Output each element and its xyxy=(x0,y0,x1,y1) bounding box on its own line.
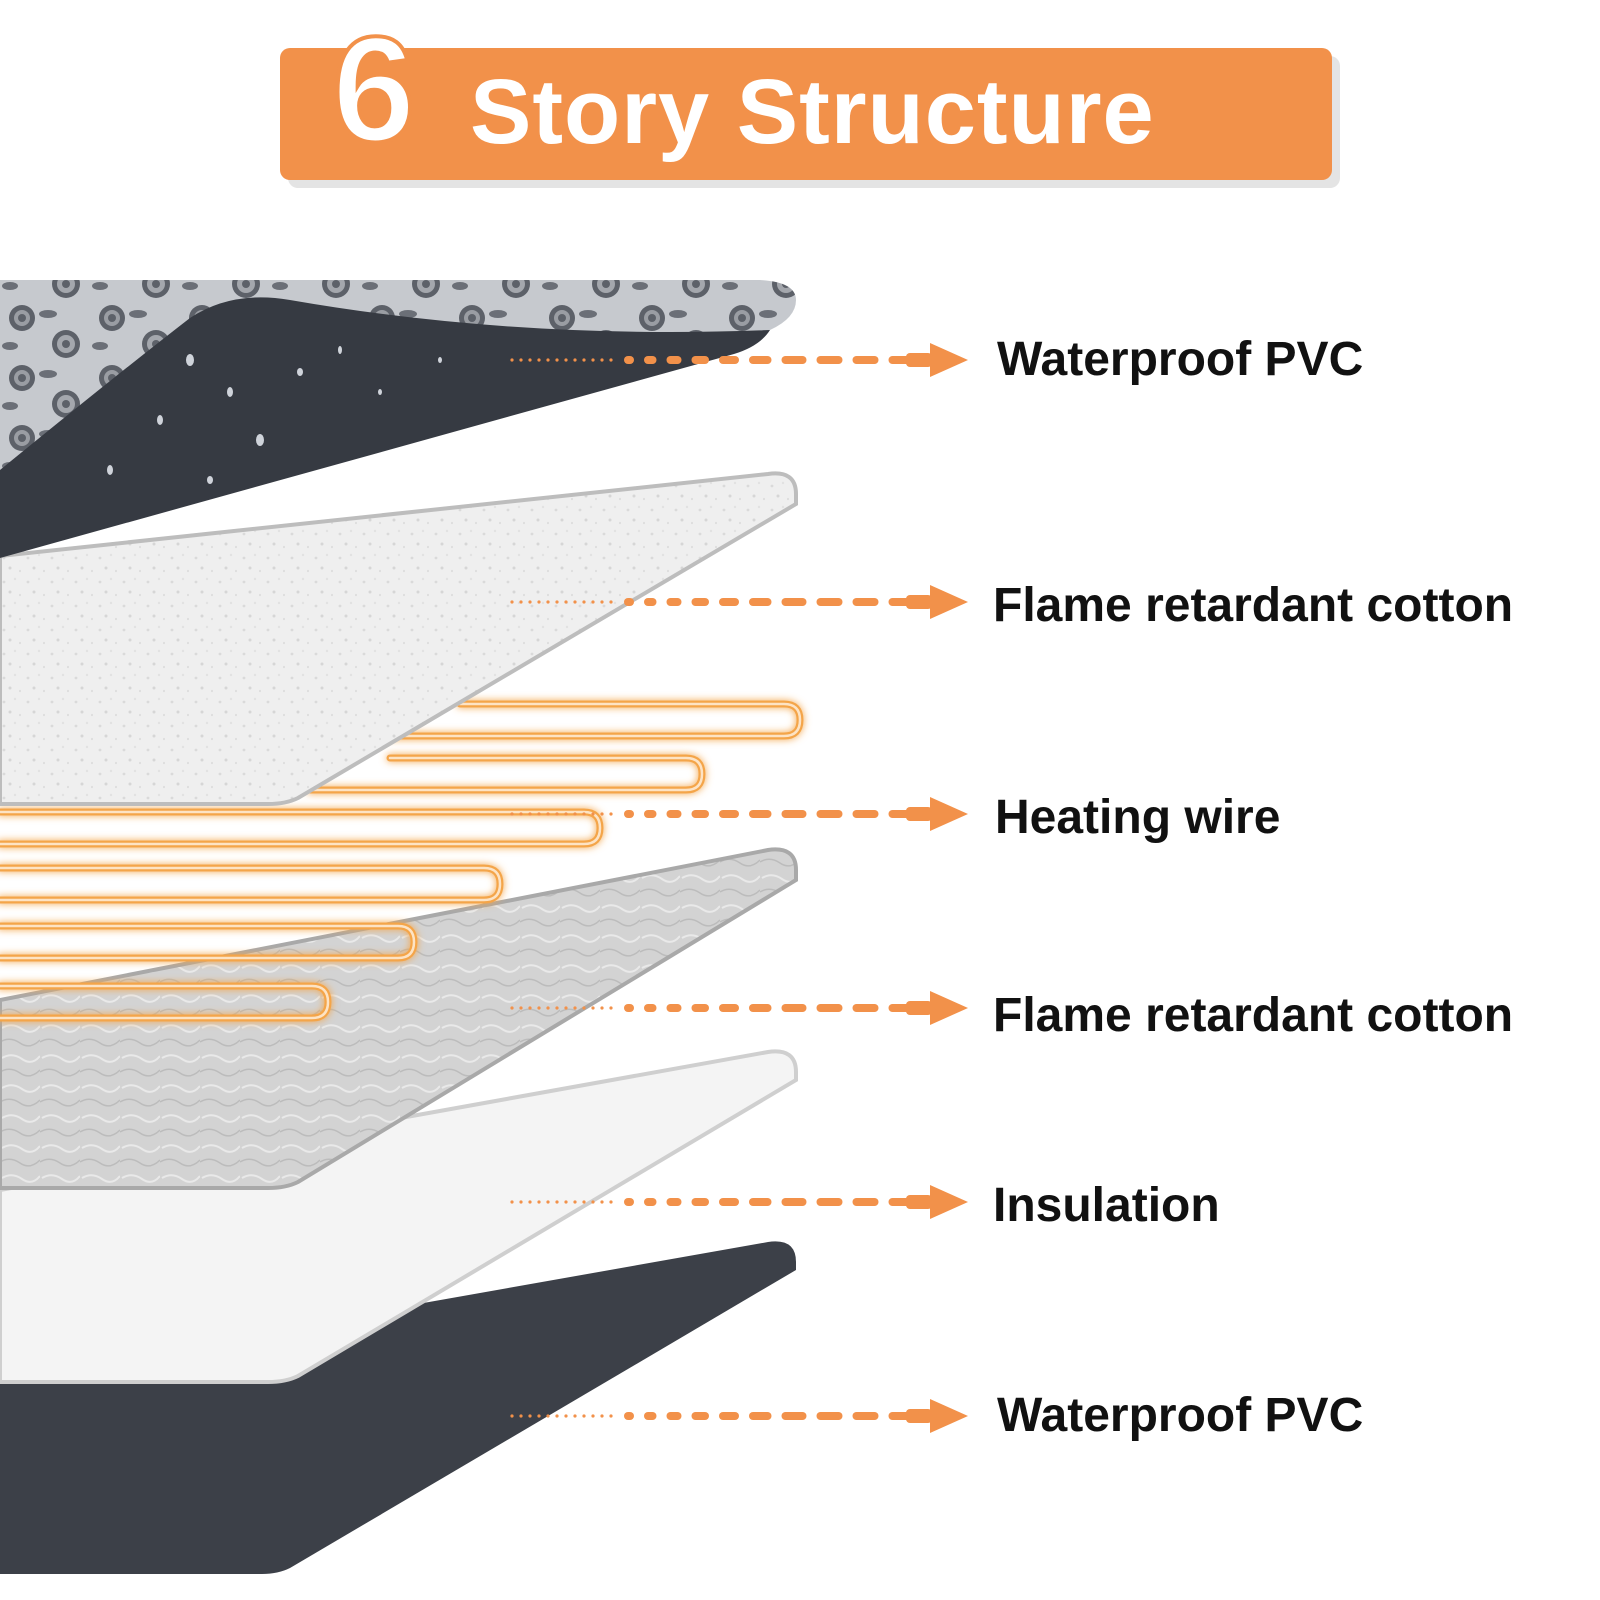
lower-cotton-layer xyxy=(0,847,798,1190)
layer-label-top-pvc: Waterproof PVC xyxy=(997,333,1364,386)
upper-cotton-layer xyxy=(0,471,798,806)
insulation-layer xyxy=(0,1049,798,1384)
title-banner xyxy=(280,48,1332,180)
bottom-pvc-layer xyxy=(0,1241,796,1574)
pointer-arrow xyxy=(510,991,968,1025)
layer-label-insulation: Insulation xyxy=(993,1179,1220,1232)
layer-label-upper-cotton: Flame retardant cotton xyxy=(993,579,1514,632)
pointer-arrow xyxy=(510,343,968,377)
pointer-arrow xyxy=(510,1185,968,1219)
pointer-arrow xyxy=(510,1399,968,1433)
heating-wire-core xyxy=(0,702,802,1020)
title-text: Story Structure xyxy=(470,61,1155,163)
pointer-arrow xyxy=(510,797,968,831)
water-droplets xyxy=(107,346,442,484)
pointer-arrow xyxy=(510,585,968,619)
layer-label-heating-wire: Heating wire xyxy=(995,791,1281,844)
layer-label-lower-cotton: Flame retardant cotton xyxy=(993,989,1514,1042)
layer-label-bottom-pvc: Waterproof PVC xyxy=(997,1389,1364,1442)
title-number: 6 xyxy=(330,5,417,173)
